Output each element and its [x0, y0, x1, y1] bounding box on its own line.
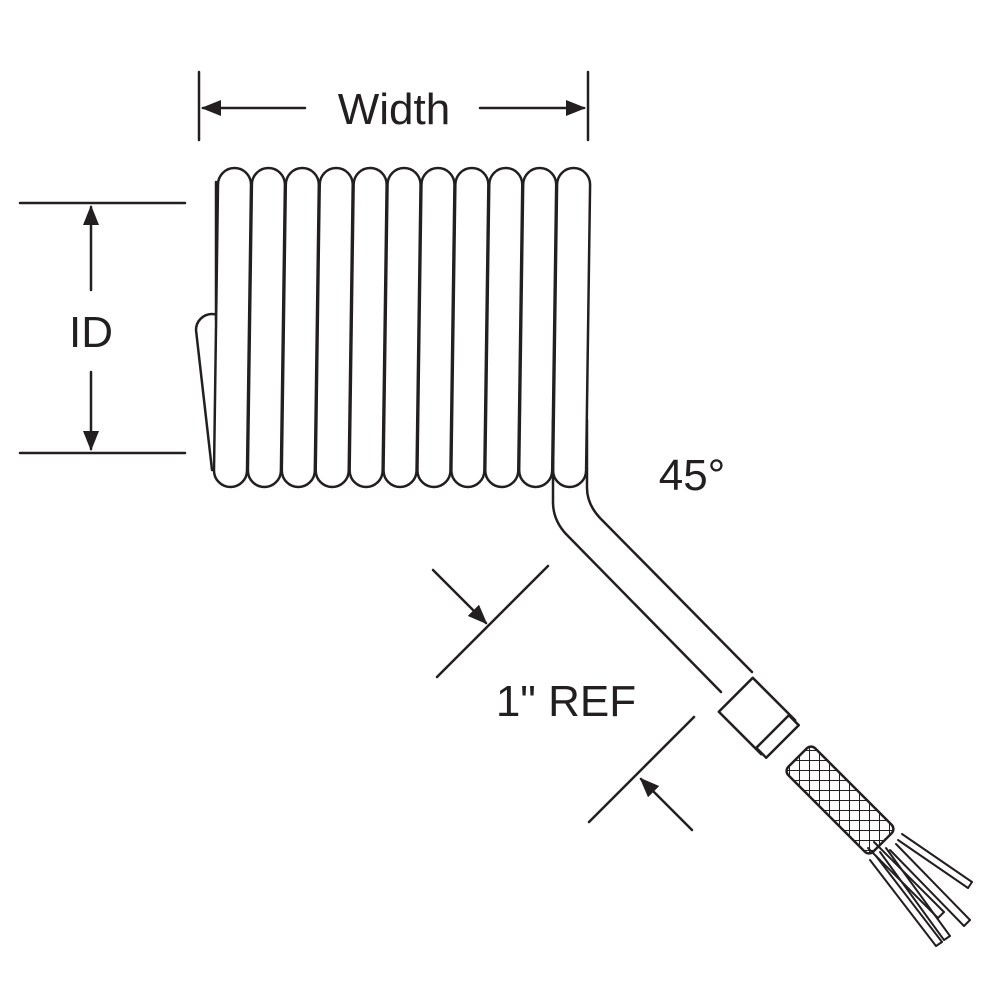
ref-arrow-upper [431, 568, 488, 625]
coil-turn [314, 166, 354, 489]
ref-arrow-lower [639, 777, 694, 832]
coil-turn [484, 166, 524, 489]
lead-edge-left [551, 418, 723, 694]
angle-label: 45° [659, 451, 726, 500]
sleeve-collar [755, 714, 800, 759]
jacket-sleeve [717, 676, 800, 759]
width-dimension: Width [197, 70, 590, 142]
ref-label: 1" REF [496, 677, 636, 726]
coil-turn [416, 166, 456, 489]
ref-extension-lower [587, 715, 696, 824]
wire-2 [879, 847, 951, 941]
coil-body [194, 166, 592, 489]
coil-turn [551, 166, 592, 489]
coil-turn [280, 166, 321, 489]
coil-turn [517, 166, 558, 489]
ref-extension-upper [435, 564, 550, 679]
lead-edge-right [585, 418, 754, 674]
id-dimension: ID [18, 201, 187, 455]
conductor-wires [867, 833, 973, 947]
braided-shield [785, 745, 895, 855]
width-label: Width [338, 85, 450, 134]
cable-lead [551, 418, 754, 694]
coil-turn [382, 166, 422, 489]
ref-dimension: 1" REF [431, 564, 696, 832]
wire-5 [869, 855, 943, 947]
coil-turn [212, 166, 253, 489]
coil-turn [450, 166, 490, 489]
coil-turn [246, 166, 287, 489]
id-label: ID [69, 308, 113, 357]
wire-3 [889, 843, 971, 927]
wire-4 [897, 833, 973, 889]
coil-turn [348, 166, 388, 489]
